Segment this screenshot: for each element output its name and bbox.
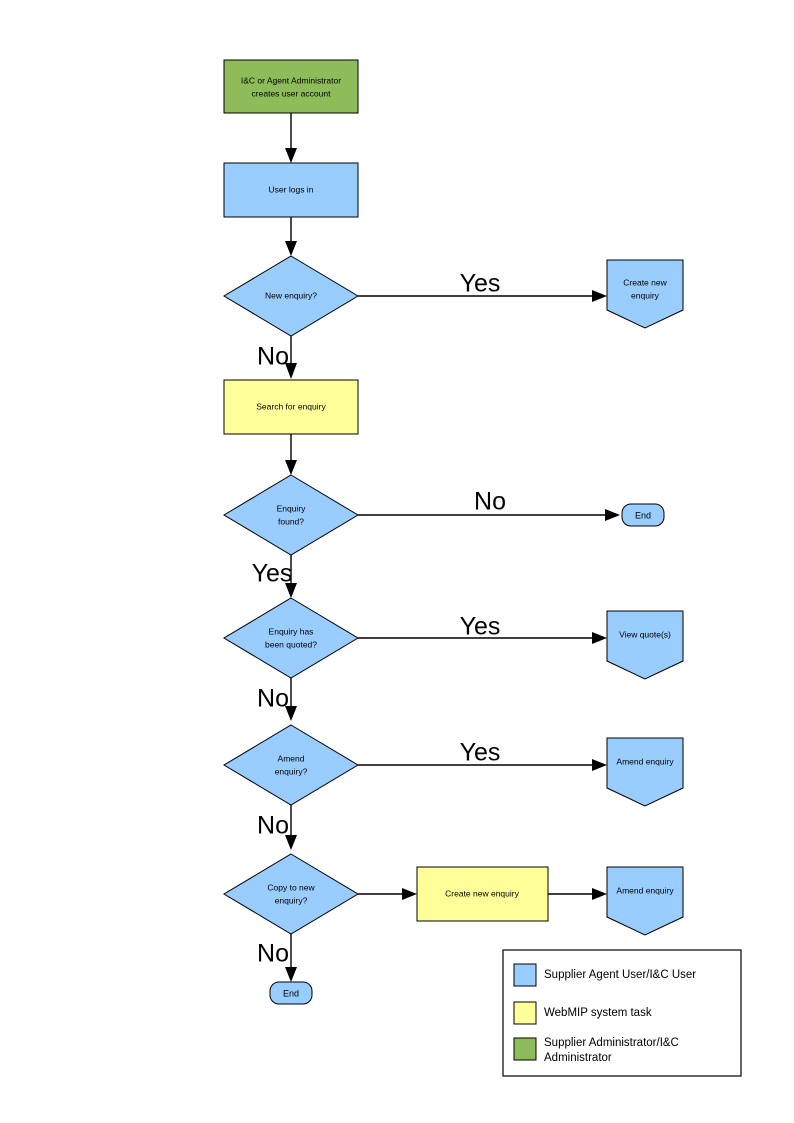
legend-item-webmip-system-task: WebMIP system task xyxy=(513,1001,652,1025)
edge-amend-no xyxy=(285,805,297,850)
node-label-line: enquiry? xyxy=(275,766,308,776)
node-label-line: View quote(s) xyxy=(619,629,671,639)
legend-item-supplier-administrator: Supplier Administrator/I&C Administrator xyxy=(513,1037,679,1064)
node-enquiry-quoted-question[interactable]: Enquiry has been quoted? xyxy=(223,597,359,679)
node-label-line: I&C or Agent Administrator xyxy=(241,75,341,85)
edge-create2-to-amend2 xyxy=(548,888,607,900)
node-label-line: Copy to new xyxy=(267,882,315,892)
node-label-line: New enquiry? xyxy=(265,290,317,300)
legend: Supplier Agent User/I&C User WebMIP syst… xyxy=(502,949,742,1077)
node-end-terminator-1[interactable]: End xyxy=(621,503,665,527)
branch-label-yes-enquiry-found: Yes xyxy=(252,560,293,588)
edge-search-to-found xyxy=(285,434,297,475)
branch-label-yes-quoted: Yes xyxy=(460,613,501,641)
node-admin-creates-user-account[interactable]: I&C or Agent Administrator creates user … xyxy=(223,59,359,114)
node-amend-enquiry-card-1[interactable]: Amend enquiry xyxy=(606,737,684,807)
branch-label-no-new-enquiry: No xyxy=(257,343,289,371)
node-search-for-enquiry[interactable]: Search for enquiry xyxy=(223,379,359,435)
node-label-line: Search for enquiry xyxy=(256,401,326,411)
legend-item-label: Supplier Agent User/I&C User xyxy=(544,969,696,981)
legend-item-label: Administrator xyxy=(544,1052,612,1064)
branch-label-no-enquiry-found: No xyxy=(474,488,506,516)
node-label-line: been quoted? xyxy=(265,639,317,649)
node-label-line: Amend xyxy=(278,753,305,763)
node-label-line: Enquiry has xyxy=(269,626,314,636)
branch-labels-layer: Yes No No Yes Yes No Yes No No xyxy=(252,270,506,968)
node-label-line: enquiry? xyxy=(275,895,308,905)
edge-copy-no xyxy=(285,934,297,982)
branch-label-yes-amend: Yes xyxy=(460,739,501,767)
edge-copy-yes xyxy=(358,888,417,900)
edge-new-enquiry-yes xyxy=(358,290,607,302)
node-label-line: Create new xyxy=(623,277,667,287)
edge-new-enquiry-no xyxy=(285,336,297,379)
node-enquiry-found-question[interactable]: Enquiry found? xyxy=(223,474,359,556)
node-label-line: Create new enquiry xyxy=(445,888,519,898)
node-view-quotes-card[interactable]: View quote(s) xyxy=(606,610,684,680)
node-amend-enquiry-question[interactable]: Amend enquiry? xyxy=(223,724,359,806)
node-label-line: End xyxy=(283,988,299,998)
node-user-logs-in[interactable]: User logs in xyxy=(223,162,359,218)
edge-amend-yes xyxy=(358,759,607,771)
node-amend-enquiry-card-2[interactable]: Amend enquiry xyxy=(606,866,684,936)
edge-quoted-no xyxy=(285,678,297,721)
node-create-new-enquiry-card[interactable]: Create new enquiry xyxy=(606,259,684,329)
legend-item-label: Supplier Administrator/I&C xyxy=(544,1037,679,1049)
node-label-line: User logs in xyxy=(269,184,314,194)
node-label-line: End xyxy=(635,510,651,520)
legend-item-label: WebMIP system task xyxy=(544,1007,652,1019)
edges-layer xyxy=(285,113,620,982)
node-new-enquiry-question[interactable]: New enquiry? xyxy=(223,255,359,337)
node-create-new-enquiry-system-task[interactable]: Create new enquiry xyxy=(416,866,549,922)
node-label-line: Enquiry xyxy=(277,503,307,513)
edge-found-no xyxy=(358,509,620,521)
node-label-line: Amend enquiry xyxy=(616,885,674,895)
node-copy-to-new-enquiry-question[interactable]: Copy to new enquiry? xyxy=(223,853,359,935)
edge-found-yes xyxy=(285,555,297,598)
node-label-line: Amend enquiry xyxy=(616,756,674,766)
branch-label-no-amend: No xyxy=(257,812,289,840)
branch-label-no-quoted: No xyxy=(257,685,289,713)
node-end-terminator-2[interactable]: End xyxy=(269,981,313,1005)
edge-login-to-new-enquiry xyxy=(285,217,297,256)
node-label-line: found? xyxy=(278,516,304,526)
edge-admin-to-login xyxy=(285,113,297,163)
node-label-line: creates user account xyxy=(252,88,332,98)
branch-label-no-copy: No xyxy=(257,940,289,968)
legend-item-supplier-agent-user: Supplier Agent User/I&C User xyxy=(513,963,696,987)
edge-quoted-yes xyxy=(358,632,607,644)
branch-label-yes-new-enquiry: Yes xyxy=(460,270,501,298)
node-label-line: enquiry xyxy=(631,290,660,300)
